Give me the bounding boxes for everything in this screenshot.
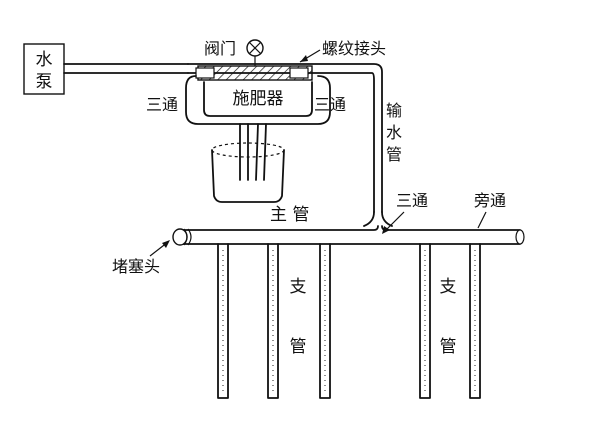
main-pipe-right-end <box>515 229 525 245</box>
tee-right-label: 三通 <box>314 95 346 114</box>
end-plug-label: 堵塞头 <box>112 257 160 276</box>
branch-pipe <box>419 243 431 399</box>
fertilizer-bucket <box>211 149 285 203</box>
branch-right-label-2: 管 <box>440 337 457 357</box>
main-pipe-label: 主 管 <box>270 205 309 225</box>
injector-tubes <box>239 123 267 181</box>
bypass-label: 旁通 <box>474 191 506 210</box>
end-plug-arrowhead-icon <box>162 240 170 248</box>
threaded-joint-arrowhead-icon <box>300 55 308 62</box>
pump-label-line2: 泵 <box>36 72 53 92</box>
branch-right-label-1: 支 <box>440 277 457 297</box>
branch-pipe <box>319 243 331 399</box>
main-pipe <box>177 225 521 245</box>
branch-pipes-right <box>419 243 481 399</box>
branch-left-label-2: 管 <box>290 337 307 357</box>
valve-left-fitting <box>195 67 215 79</box>
end-plug-rings <box>183 228 192 246</box>
bucket-rim <box>211 142 285 158</box>
top-supply-pipe <box>187 63 383 213</box>
tee-main-arrowhead-icon <box>382 226 390 234</box>
pump-label-line1: 水 <box>36 50 53 70</box>
delivery-pipe-label-1: 输 <box>386 101 402 120</box>
delivery-pipe-label-2: 水 <box>386 123 402 142</box>
pump-outlet-pipe <box>63 63 189 74</box>
tee-main-label: 三通 <box>396 191 428 210</box>
branch-pipe <box>267 243 279 399</box>
fertilizer-loop-inner <box>203 81 313 117</box>
threaded-joint-label: 螺纹接头 <box>322 39 386 58</box>
branch-pipe <box>217 243 229 399</box>
valve-label: 阀门 <box>204 39 236 58</box>
branch-left-label-1: 支 <box>290 277 307 297</box>
handwheel-cross-b <box>248 41 262 55</box>
branch-pipe <box>469 243 481 399</box>
water-pump-box <box>23 43 65 95</box>
fertilizer-tank-label: 施肥器 <box>233 89 284 109</box>
bypass-arrow <box>477 211 487 229</box>
valve-right-fitting <box>289 67 309 79</box>
tee-left-label: 三通 <box>146 95 178 114</box>
branch-pipes-left <box>217 243 331 399</box>
delivery-pipe-label-3: 管 <box>386 145 402 164</box>
delivery-elbow <box>363 211 393 227</box>
